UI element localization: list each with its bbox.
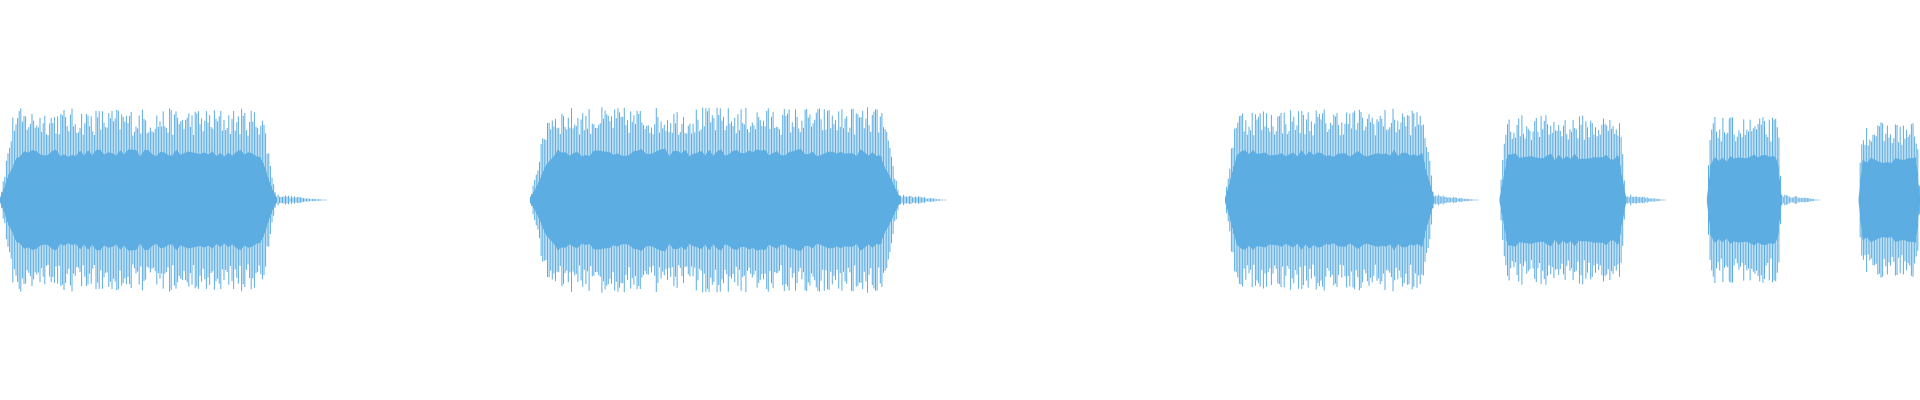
waveform-tail (1625, 194, 1666, 206)
waveform-spikes (1226, 108, 1434, 292)
waveform-spikes (1, 108, 276, 292)
waveform-spikes (1708, 117, 1781, 283)
waveform-segment (1858, 122, 1920, 278)
waveform-spikes (1859, 122, 1920, 278)
waveform-tail (276, 194, 327, 206)
waveform-tail (900, 195, 946, 205)
waveform-spikes (531, 107, 900, 293)
waveform-tail (1781, 194, 1820, 206)
waveform-spikes (1500, 115, 1627, 285)
waveform-segment (1706, 117, 1820, 283)
waveform-segment (1499, 115, 1666, 285)
waveform-tail (1433, 194, 1479, 206)
waveform-segment (1225, 108, 1479, 292)
waveform-segment (0, 108, 327, 292)
waveform-segment (529, 107, 946, 293)
